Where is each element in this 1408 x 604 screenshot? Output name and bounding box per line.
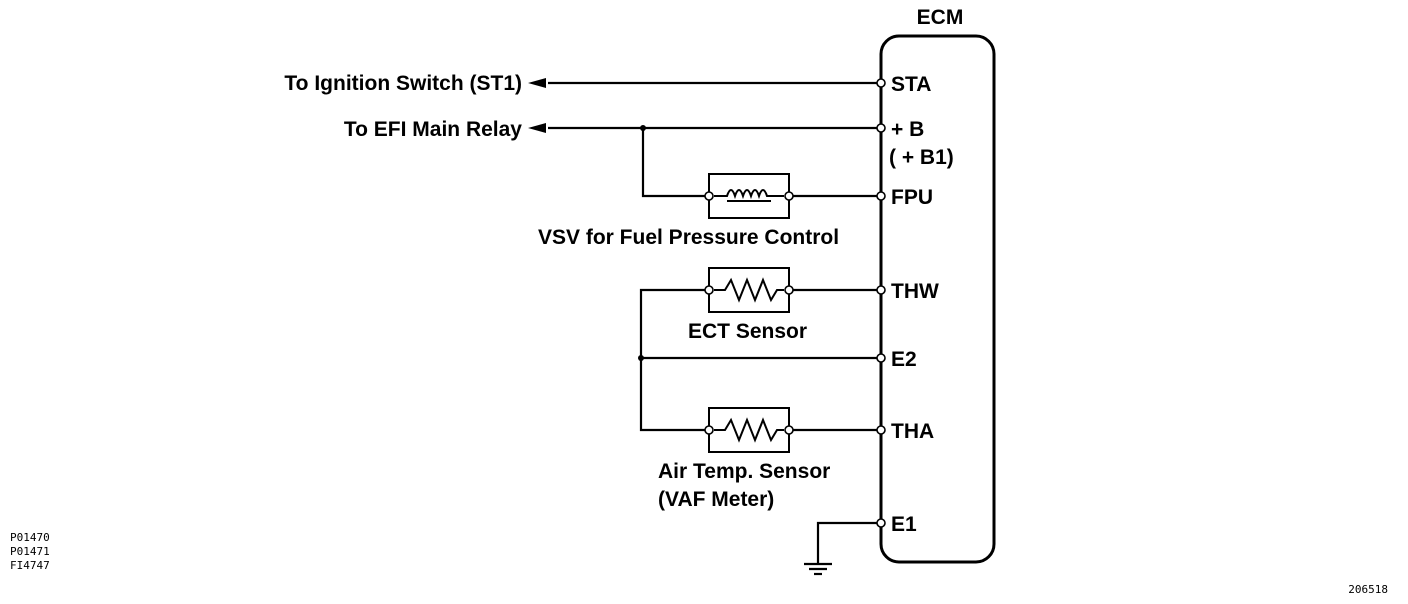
- b-wire: [528, 123, 879, 198]
- ecm-terminals: [876, 78, 886, 528]
- terminal-tha: [876, 425, 886, 435]
- e1-wire: [804, 521, 879, 576]
- vaf-meter-label: (VAF Meter): [658, 488, 774, 511]
- coil-icon: [714, 189, 784, 200]
- terminal-sta: [876, 78, 886, 88]
- terminal-fpu: [876, 191, 886, 201]
- ect-sensor: [639, 267, 879, 432]
- code-p01470: P01470: [10, 531, 50, 544]
- pin-b-label: + B: [891, 118, 924, 141]
- pin-e1-label: E1: [891, 513, 917, 536]
- ignition-switch-label: To Ignition Switch (ST1): [284, 72, 522, 95]
- terminal-thw: [876, 285, 886, 295]
- vsv-label: VSV for Fuel Pressure Control: [538, 226, 839, 249]
- arrow-left-icon: [528, 123, 546, 133]
- ground-icon: [804, 562, 832, 576]
- air-temp-label: Air Temp. Sensor: [658, 460, 830, 483]
- vsv-component: [704, 173, 879, 219]
- figure-number: 206518: [1348, 583, 1388, 596]
- terminal-b: [876, 123, 886, 133]
- sta-wire: [528, 78, 879, 88]
- ect-sensor-label: ECT Sensor: [688, 320, 807, 343]
- pin-tha-label: THA: [891, 420, 934, 443]
- air-temp-sensor: [704, 407, 879, 453]
- arrow-left-icon: [528, 78, 546, 88]
- code-fi4747: FI4747: [10, 559, 50, 572]
- ecm-box: [879, 34, 996, 564]
- resistor-icon: [714, 277, 784, 303]
- pin-fpu-label: FPU: [891, 186, 933, 209]
- pin-e2-label: E2: [891, 348, 917, 371]
- pin-b1-label: ( + B1): [889, 146, 954, 169]
- efi-relay-label: To EFI Main Relay: [344, 118, 522, 141]
- terminal-e2: [876, 353, 886, 363]
- pin-sta-label: STA: [891, 73, 931, 96]
- terminal-e1: [876, 518, 886, 528]
- resistor-icon: [714, 417, 784, 443]
- e2-wire: [638, 355, 879, 361]
- ecm-title: ECM: [917, 6, 964, 29]
- pin-thw-label: THW: [891, 280, 939, 303]
- code-p01471: P01471: [10, 545, 50, 558]
